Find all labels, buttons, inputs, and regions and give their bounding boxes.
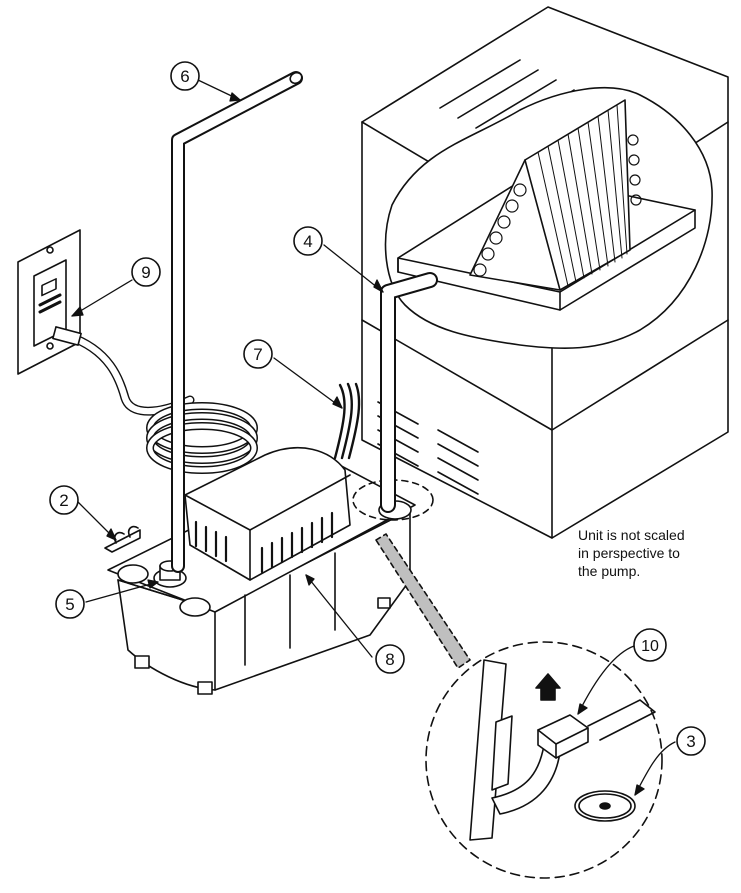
arrow-up-icon	[535, 673, 561, 701]
discharge-tube	[171, 71, 303, 573]
power-cord	[52, 326, 258, 474]
scale-note-line-2: in perspective to	[578, 545, 680, 561]
callout-6: 6	[170, 61, 200, 91]
callout-3: 3	[676, 726, 706, 756]
evaporator-coil	[469, 99, 642, 291]
callout-5: 5	[55, 589, 85, 619]
washer	[574, 790, 636, 822]
callout-label: 7	[253, 345, 262, 364]
motor-fins	[194, 511, 334, 574]
callout-9: 9	[131, 257, 161, 287]
callout-label: 5	[65, 595, 74, 614]
furnace-unit	[361, 6, 729, 539]
callout-8: 8	[375, 644, 405, 674]
callout-10: 10	[633, 628, 667, 662]
callout-label: 9	[141, 263, 150, 282]
scale-note-line-3: the pump.	[578, 563, 641, 579]
wall-outlet	[17, 229, 81, 375]
scale-note-line-1: Unit is not scaled	[578, 527, 685, 543]
callout-label: 3	[686, 732, 695, 751]
callout-7: 7	[243, 339, 273, 369]
callout-label: 8	[385, 650, 394, 669]
leader-lines	[71, 79, 676, 796]
safety-switch-wires	[333, 382, 361, 460]
callout-label: 6	[180, 67, 189, 86]
callout-label: 2	[59, 491, 68, 510]
callout-label: 4	[303, 232, 312, 251]
callout-4: 4	[293, 226, 323, 256]
scale-note: Unit is not scaled in perspective to the…	[578, 526, 728, 580]
callout-label: 10	[641, 638, 659, 655]
float-switch-connector	[537, 699, 656, 759]
hanger-bracket	[104, 525, 141, 553]
inlet-tube	[380, 272, 438, 513]
callout-2: 2	[49, 485, 79, 515]
detail-magnifier	[375, 533, 663, 879]
